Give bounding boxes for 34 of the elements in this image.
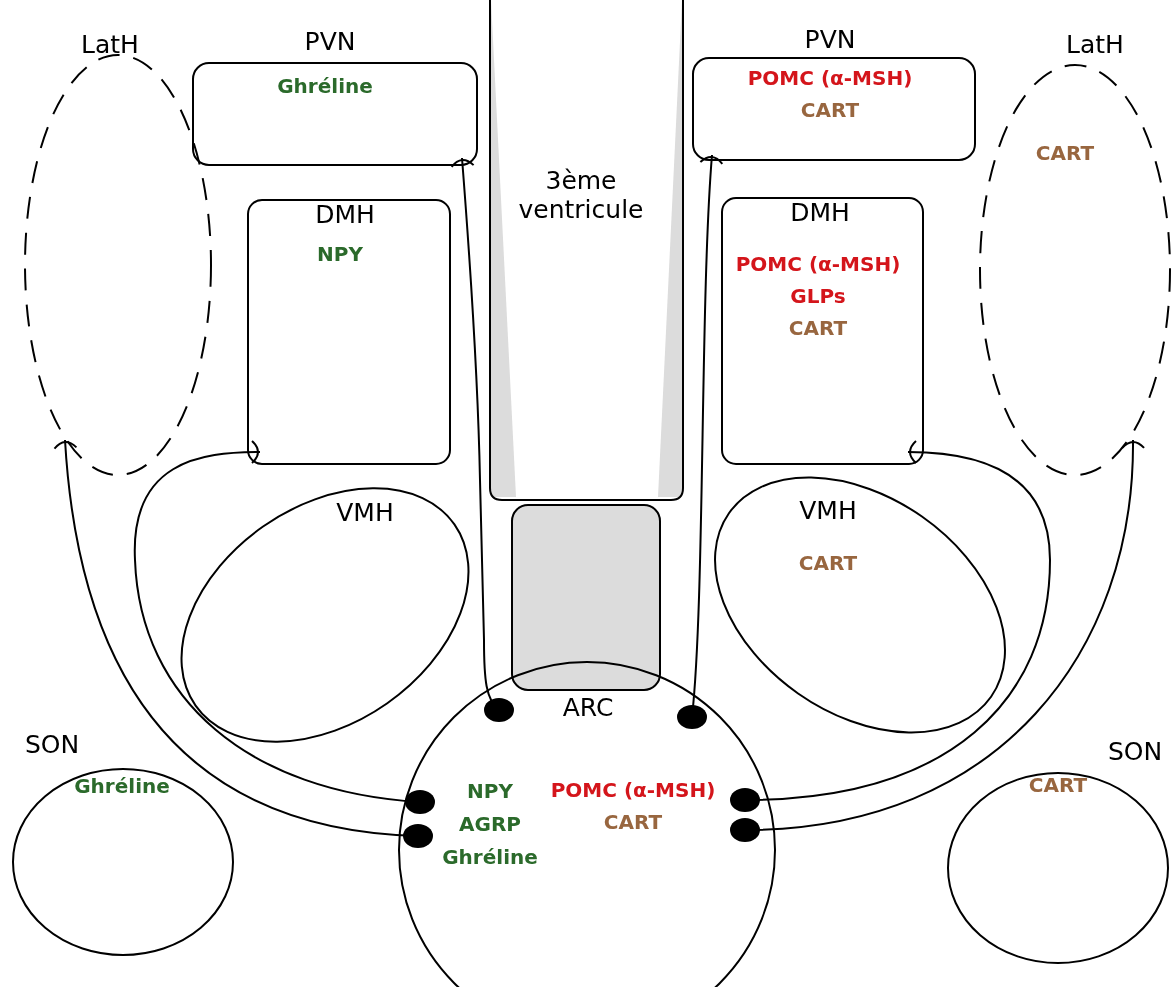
region-label: SON: [1107, 737, 1163, 767]
neuropeptide-label: Ghréline: [277, 74, 373, 98]
nerve-projection: [134, 440, 435, 814]
neuropeptide-label: GLPs: [790, 284, 846, 308]
nerve-projection: [730, 439, 1145, 842]
neuropeptide-label: Ghréline: [442, 845, 538, 869]
neuropeptide-label: CART: [800, 98, 860, 122]
neuropeptide-label: NPY: [317, 242, 363, 266]
nerve-projection: [53, 439, 433, 848]
neuropeptide-label: CART: [1028, 773, 1088, 797]
region-label: SON: [24, 730, 80, 760]
region-label: ARC: [562, 693, 614, 723]
region-label: VMH: [799, 496, 857, 526]
region-label: PVN: [304, 27, 356, 57]
nerve-projection: [730, 440, 1051, 812]
neuropeptide-label: CART: [798, 551, 858, 575]
region-label: 3ème ventricule: [517, 167, 645, 225]
neuropeptide-label: CART: [603, 810, 663, 834]
region-label: DMH: [315, 200, 375, 230]
neuropeptide-label: AGRP: [459, 812, 521, 836]
neuropeptide-label: POMC (α-MSH): [735, 252, 901, 276]
nerve-projection: [677, 154, 724, 729]
neuropeptide-label: CART: [788, 316, 848, 340]
neuropeptide-label: NPY: [467, 779, 513, 803]
neuropeptide-label: POMC (α-MSH): [747, 66, 913, 90]
neuropeptide-label: POMC (α-MSH): [550, 778, 716, 802]
region-label: DMH: [790, 198, 850, 228]
neuropeptide-label: Ghréline: [74, 774, 170, 798]
region-label: LatH: [1066, 30, 1124, 60]
neuropeptide-label: CART: [1035, 141, 1095, 165]
nerve-projection: [450, 157, 514, 722]
region-label: PVN: [804, 25, 856, 55]
region-label: VMH: [336, 498, 394, 528]
region-label: LatH: [81, 30, 139, 60]
